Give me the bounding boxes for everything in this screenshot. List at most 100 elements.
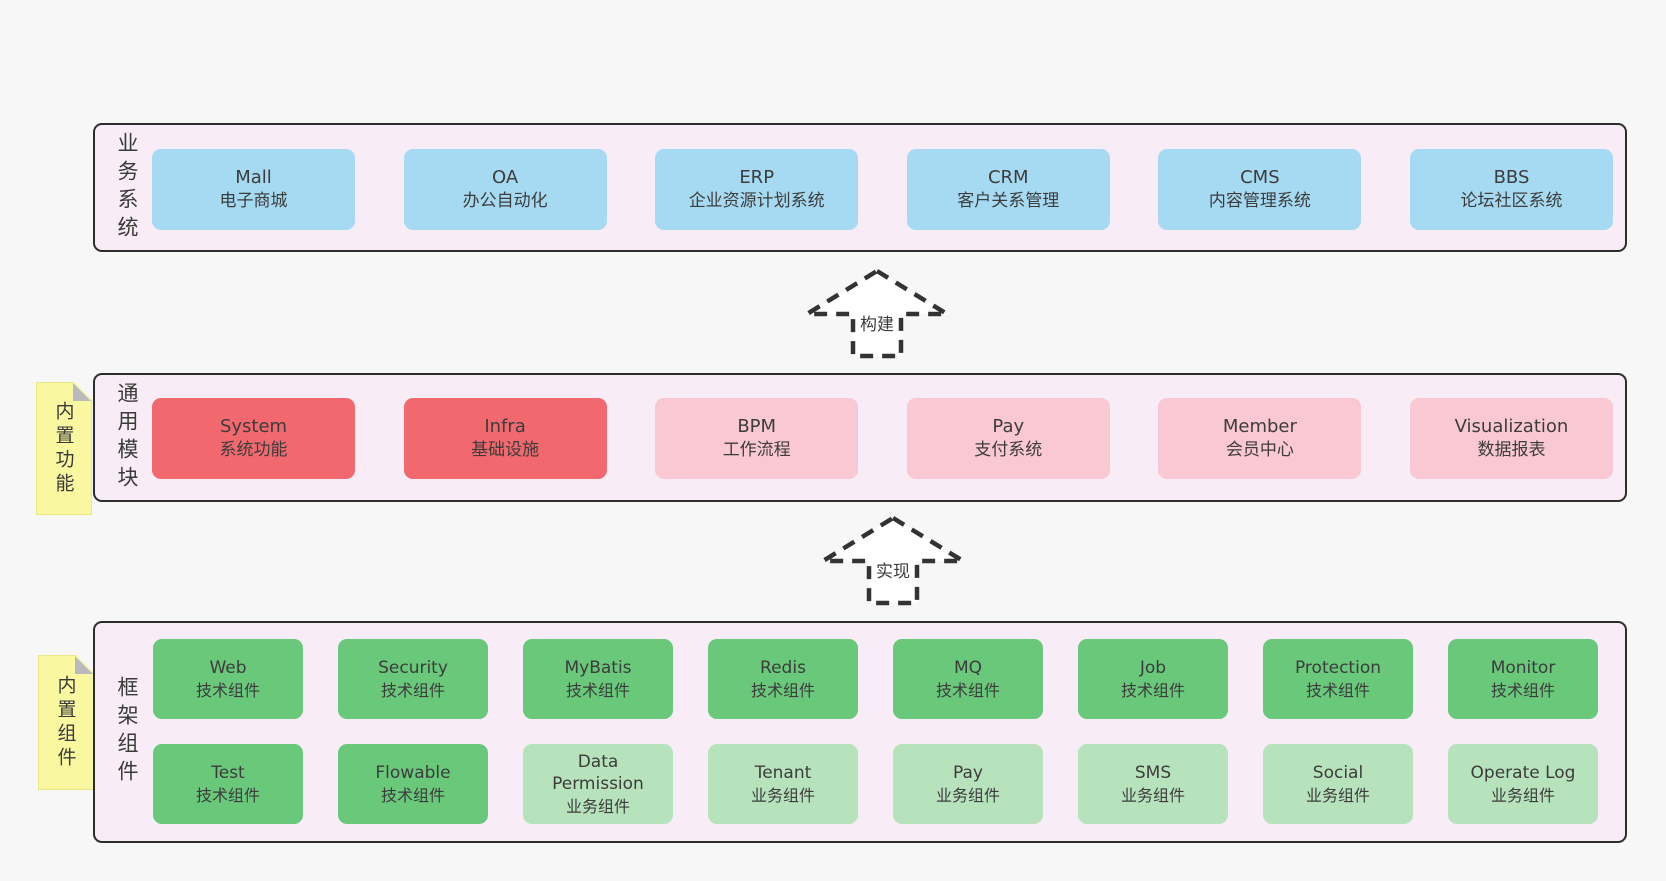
band-framework-components: 框架组件 Web 技术组件 Security 技术组件 MyBatis 技术组件…: [93, 621, 1627, 843]
band-components-row-1: Web 技术组件 Security 技术组件 MyBatis 技术组件 Redi…: [153, 639, 1598, 719]
box-pay-module: Pay 支付系统: [906, 398, 1110, 479]
arrow-build-label: 构建: [860, 315, 894, 335]
note-text: 内置组件: [54, 674, 77, 771]
box-security: Security 技术组件: [338, 639, 488, 719]
box-subtitle: 技术组件: [1120, 680, 1185, 700]
box-redis: Redis 技术组件: [708, 639, 858, 719]
box-title: Infra: [484, 416, 526, 438]
arrow-build-up: 构建: [799, 268, 955, 359]
box-title: CRM: [987, 167, 1029, 189]
box-title: Job: [1139, 658, 1167, 679]
box-bpm: BPM 工作流程: [655, 398, 859, 479]
box-subtitle: 技术组件: [195, 680, 260, 700]
box-job: Job 技术组件: [1078, 639, 1228, 719]
box-infra: Infra 基础设施: [403, 398, 607, 479]
box-subtitle: 业务组件: [750, 785, 815, 805]
box-subtitle: 企业资源计划系统: [688, 191, 825, 212]
box-title: MQ: [953, 658, 983, 679]
box-tenant: Tenant 业务组件: [708, 744, 858, 824]
note-fold-corner-icon: [73, 383, 91, 401]
box-title: Member: [1222, 416, 1297, 438]
box-mq: MQ 技术组件: [893, 639, 1043, 719]
box-subtitle: 技术组件: [1305, 680, 1370, 700]
box-title: MyBatis: [564, 658, 632, 679]
box-oa: OA 办公自动化: [403, 149, 607, 230]
box-title: Tenant: [754, 763, 812, 784]
box-title: Redis: [760, 658, 806, 679]
box-subtitle: 技术组件: [935, 680, 1000, 700]
box-member: Member 会员中心: [1158, 398, 1362, 479]
box-subtitle: 业务组件: [1305, 785, 1370, 805]
box-cms: CMS 内容管理系统: [1158, 149, 1362, 230]
box-title: Visualization: [1454, 416, 1569, 438]
band-modules-row: System 系统功能 Infra 基础设施 BPM 工作流程 Pay 支付系统…: [152, 398, 1613, 479]
box-mybatis: MyBatis 技术组件: [523, 639, 673, 719]
box-subtitle: 支付系统: [974, 440, 1043, 461]
box-title: Web: [209, 658, 247, 679]
box-erp: ERP 企业资源计划系统: [655, 149, 859, 230]
box-subtitle: 技术组件: [750, 680, 815, 700]
box-subtitle: 基础设施: [471, 440, 540, 461]
band-modules-label: 通用模块: [115, 381, 139, 494]
block-arrow-up-icon: [799, 268, 955, 359]
box-subtitle: 系统功能: [219, 440, 288, 461]
box-subtitle: 技术组件: [195, 785, 260, 805]
box-title: CMS: [1240, 167, 1280, 189]
note-fold-corner-icon: [75, 656, 93, 674]
box-title: System: [219, 416, 288, 438]
box-subtitle: 技术组件: [1490, 680, 1555, 700]
box-test: Test 技术组件: [153, 744, 303, 824]
box-title: SMS: [1134, 763, 1172, 784]
box-subtitle: 办公自动化: [462, 191, 548, 212]
box-subtitle: 内容管理系统: [1208, 191, 1311, 212]
box-title: Social: [1312, 763, 1364, 784]
band-business-label: 业务系统: [115, 131, 139, 244]
sticky-note-built-in-components: 内置组件: [38, 655, 94, 790]
box-flowable: Flowable 技术组件: [338, 744, 488, 824]
box-title: Mall: [235, 167, 272, 189]
note-text: 内置功能: [52, 400, 75, 497]
box-subtitle: 技术组件: [380, 680, 445, 700]
box-subtitle: 电子商城: [219, 191, 288, 212]
box-title: Flowable: [375, 763, 451, 784]
box-subtitle: 论坛社区系统: [1460, 191, 1563, 212]
box-social: Social 业务组件: [1263, 744, 1413, 824]
box-subtitle: 技术组件: [380, 785, 445, 805]
box-sms: SMS 业务组件: [1078, 744, 1228, 824]
box-title: Protection: [1294, 658, 1381, 679]
box-subtitle: 数据报表: [1477, 440, 1546, 461]
box-subtitle: 业务组件: [1490, 785, 1555, 805]
band-common-modules: 通用模块 System 系统功能 Infra 基础设施 BPM 工作流程 Pay…: [93, 373, 1627, 502]
box-title: BPM: [737, 416, 777, 438]
box-title: BBS: [1493, 167, 1530, 189]
box-title: Pay: [992, 416, 1025, 438]
box-web: Web 技术组件: [153, 639, 303, 719]
box-visualization: Visualization 数据报表: [1409, 398, 1613, 479]
sticky-note-built-in-features: 内置功能: [36, 382, 92, 515]
box-title: ERP: [739, 167, 775, 189]
box-title: Test: [211, 763, 245, 784]
box-subtitle: 会员中心: [1225, 440, 1294, 461]
box-protection: Protection 技术组件: [1263, 639, 1413, 719]
box-title: Pay: [953, 763, 983, 784]
band-components-row-2: Test 技术组件 Flowable 技术组件 Data Permission …: [153, 744, 1598, 824]
arrow-implement-label: 实现: [876, 562, 910, 582]
box-subtitle: 技术组件: [565, 680, 630, 700]
box-title: OA: [492, 167, 519, 189]
arrow-implement-up: 实现: [815, 515, 971, 606]
block-arrow-up-icon: [815, 515, 971, 606]
box-subtitle: 业务组件: [1120, 785, 1185, 805]
box-crm: CRM 客户关系管理: [906, 149, 1110, 230]
band-components-label: 框架组件: [115, 676, 139, 788]
box-title: Security: [378, 658, 448, 679]
box-mall: Mall 电子商城: [152, 149, 355, 230]
box-subtitle: 客户关系管理: [957, 191, 1060, 212]
box-system: System 系统功能: [152, 398, 355, 479]
box-operate-log: Operate Log 业务组件: [1448, 744, 1598, 824]
box-title: Monitor: [1490, 658, 1556, 679]
box-title: Data Permission: [552, 752, 644, 795]
box-title: Operate Log: [1470, 763, 1576, 784]
box-monitor: Monitor 技术组件: [1448, 639, 1598, 719]
box-data-permission: Data Permission 业务组件: [523, 744, 673, 824]
